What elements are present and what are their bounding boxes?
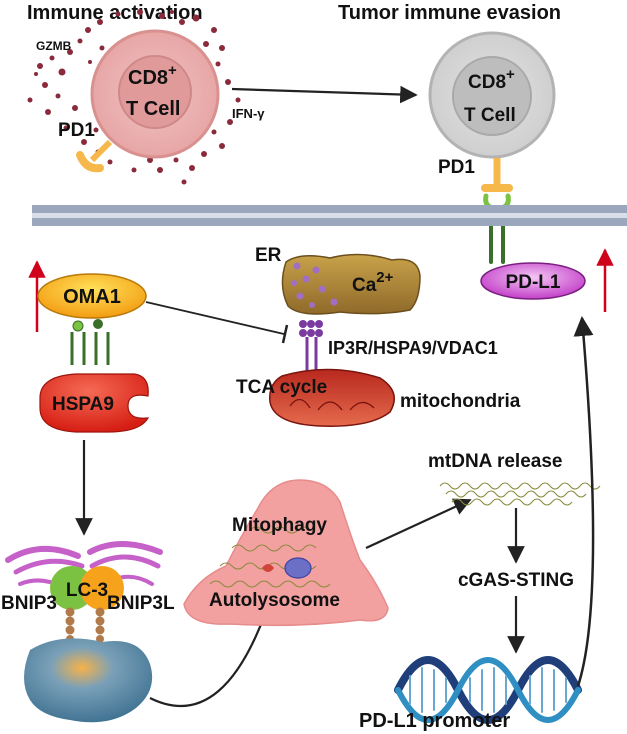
left-tcell-label-cd8: CD8+: [128, 62, 177, 89]
pdl1-protein: [480, 262, 586, 300]
pdl1-promoter-label: PD-L1 promoter: [359, 710, 510, 732]
tca-label: TCA cycle: [236, 377, 327, 398]
right-tcell-group: CD8+ T Cell PD1: [428, 31, 556, 264]
ip3r-label: IP3R/HSPA9/VDAC1: [328, 338, 498, 358]
left-tcell-label-tcell: T Cell: [126, 98, 180, 120]
left-tcell-group: CD8+ T Cell GZMB IFN-γ PD1: [27, 9, 265, 185]
pdl1-label: PD-L1: [506, 272, 561, 293]
right-tcell-label-tcell: T Cell: [464, 105, 516, 126]
mtdna-strands: [439, 482, 601, 506]
dna-helix: [394, 656, 582, 724]
autolysosome-body: [183, 479, 389, 627]
arrow-promoter-to-pdl1: [573, 316, 595, 687]
oma1-anchor-lines: [70, 319, 110, 365]
arrow-to-mtdna: [365, 498, 472, 549]
oma1-protein: [37, 273, 147, 319]
autolysosome-label: Autolysosome: [209, 590, 340, 611]
cell-membrane: [32, 205, 627, 226]
bnip3-label: BNIP3: [1, 593, 57, 614]
bnip3-anchors: [65, 607, 105, 643]
mitophagy-label: Mitophagy: [232, 515, 327, 536]
tumor-cell-blob: [24, 638, 153, 723]
autolysosome-nucleus: [284, 557, 312, 579]
bnip3l-label: BNIP3L: [107, 593, 175, 614]
left-pd1-receptor: [76, 139, 113, 173]
ifng-label: IFN-γ: [232, 106, 265, 121]
calcium-ions: [291, 262, 338, 308]
mitochondria-label: mitochondria: [400, 391, 521, 412]
mitochondria-organelle: [269, 368, 395, 427]
lc3-orange-half: [80, 566, 124, 610]
oma1-inhibits-er-line: [145, 301, 285, 335]
hspa9-protein: [39, 373, 150, 433]
header-immune-activation: Immune activation: [27, 2, 203, 24]
autolysosome-red-fragment: [262, 564, 274, 572]
hspa9-label: HSPA9: [52, 394, 114, 415]
right-tcell-nucleus: [452, 56, 532, 136]
calcium-label: Ca2+: [352, 269, 394, 296]
header-tumor-immune-evasion: Tumor immune evasion: [338, 2, 561, 24]
lc3-label: LC-3: [66, 580, 108, 601]
mitochondria-cristae: [289, 398, 375, 411]
er-label: ER: [255, 245, 282, 266]
left-tcell-nucleus: [118, 55, 192, 129]
inhibition-bar: [281, 324, 289, 344]
right-pd1-receptor: [481, 158, 513, 192]
arrow-activation-to-evasion: [231, 85, 418, 104]
cgas-sting-label: cGAS-STING: [458, 570, 574, 591]
right-tcell-label-cd8: CD8+: [468, 66, 515, 93]
ip3r-complex: [299, 320, 323, 375]
oma1-label: OMA1: [63, 286, 121, 308]
mtdna-label: mtDNA release: [428, 451, 562, 472]
left-pd1-label: PD1: [58, 120, 95, 141]
gzmb-label: GZMB: [36, 39, 72, 53]
right-pd1-label: PD1: [438, 157, 475, 178]
